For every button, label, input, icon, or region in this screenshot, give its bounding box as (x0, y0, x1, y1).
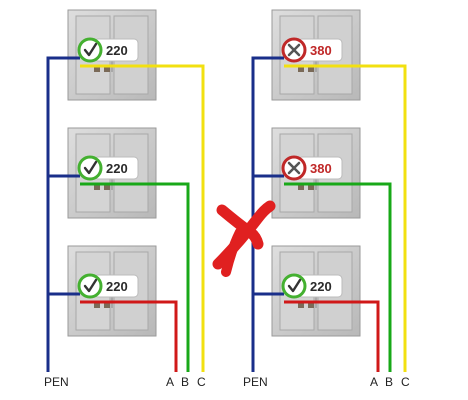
voltage-label: 380 (310, 43, 332, 58)
check-circle (281, 273, 307, 299)
meter-window (104, 302, 110, 308)
left-a-label: A (166, 375, 174, 389)
meter-window (308, 66, 314, 72)
check-circle (77, 273, 103, 299)
voltage-badges: 220 220 220 380 380 220 (77, 37, 343, 299)
right-phase-b-wire (284, 182, 392, 372)
meter-window (104, 66, 110, 72)
right-a-label: A (370, 375, 378, 389)
left-pen-branch-1 (46, 56, 80, 68)
voltage-label: 380 (310, 161, 332, 176)
right-pen-label: PEN (243, 375, 268, 389)
meter-window (298, 302, 304, 308)
left-pen-branch-3 (46, 292, 80, 304)
check-icon (83, 42, 98, 57)
cross-icon (212, 200, 276, 277)
right-phase-a-wire (284, 300, 380, 372)
left-pen-label: PEN (44, 375, 69, 389)
right-pen-branch-1 (251, 56, 284, 68)
right-badge-2: 380 (281, 155, 343, 181)
check-icon (287, 278, 302, 293)
left-badge-2: 220 (77, 155, 139, 181)
voltage-label: 220 (106, 279, 128, 294)
check-circle (77, 37, 103, 63)
meter-window (94, 184, 100, 190)
right-pen-branch-3 (251, 292, 284, 304)
left-phase-b-wire (80, 182, 190, 372)
left-pen-branch-2 (46, 174, 80, 186)
check-icon (83, 278, 98, 293)
meter-window (308, 302, 314, 308)
right-badge-1: 380 (281, 37, 343, 63)
left-phase-a-wire (80, 300, 178, 372)
left-b-label: B (181, 375, 189, 389)
x-icon (287, 161, 301, 175)
right-pen-branch-2 (251, 174, 284, 186)
meter-window (308, 184, 314, 190)
voltage-label: 220 (106, 43, 128, 58)
right-c-label: C (401, 375, 410, 389)
meter-window (94, 302, 100, 308)
meter-window (104, 184, 110, 190)
left-c-label: C (197, 375, 206, 389)
check-circle (77, 155, 103, 181)
left-badge-1: 220 (77, 37, 139, 63)
voltage-label: 220 (106, 161, 128, 176)
meter-window (94, 66, 100, 72)
check-icon (83, 160, 98, 175)
right-badge-3: 220 (281, 273, 343, 299)
voltage-label: 220 (310, 279, 332, 294)
left-phase-c-wire (80, 64, 205, 372)
x-icon (287, 43, 301, 57)
left-badge-3: 220 (77, 273, 139, 299)
right-phase-c-wire (284, 64, 407, 372)
meter-window (298, 184, 304, 190)
right-b-label: B (385, 375, 393, 389)
meter-window (298, 66, 304, 72)
